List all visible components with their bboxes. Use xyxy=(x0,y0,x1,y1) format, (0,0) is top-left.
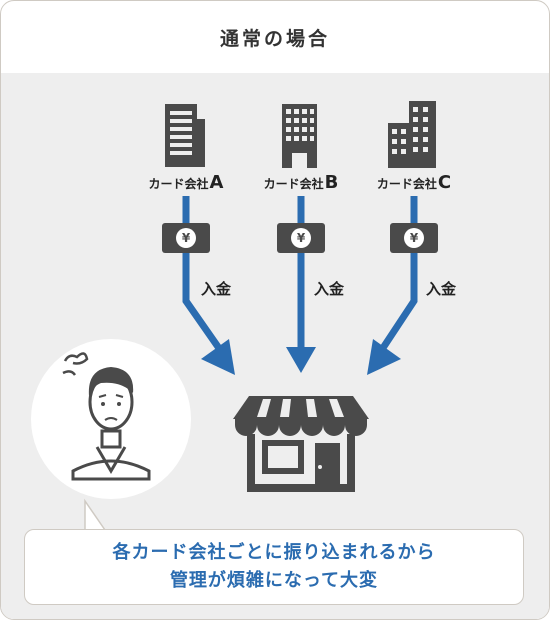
company-letter-c: C xyxy=(437,172,452,193)
company-label-b: カード会社B xyxy=(263,172,339,193)
company-letter-a: A xyxy=(209,172,224,193)
message-line-2: 管理が煩雑になって大変 xyxy=(169,570,379,591)
arrow-a xyxy=(182,196,226,357)
transfer-label-a: 入金 xyxy=(201,280,232,298)
arrow-c xyxy=(376,196,418,356)
speech-bubble-tail xyxy=(84,498,106,531)
company-letter-b: B xyxy=(324,172,339,193)
yen-symbol: ¥ xyxy=(410,231,419,245)
building-cluster-icon xyxy=(388,101,436,168)
header: 通常の場合 xyxy=(1,1,549,73)
arrowhead-a xyxy=(201,339,235,375)
company-label-c: カード会社C xyxy=(376,172,452,193)
arrowhead-b xyxy=(286,347,316,373)
office-building-icon xyxy=(165,104,205,167)
troubled-person-icon xyxy=(31,339,191,499)
arrowhead-c xyxy=(367,339,401,375)
arrowheads xyxy=(201,339,401,375)
transfer-label-c: 入金 xyxy=(426,280,457,298)
yen-bill-icon-c xyxy=(390,223,438,253)
shop-icon xyxy=(233,396,369,492)
speech-bubble: 各カード会社ごとに振り込まれるから 管理が煩雑になって大変 xyxy=(24,529,524,605)
message-line-1: 各カード会社ごとに振り込まれるから xyxy=(112,542,436,563)
transfer-arrows xyxy=(182,196,418,357)
tall-building-icon xyxy=(282,104,317,168)
company-label-a: カード会社A xyxy=(148,172,224,193)
header-title: 通常の場合 xyxy=(219,27,330,50)
yen-bill-icon-b xyxy=(277,223,325,253)
yen-symbol: ¥ xyxy=(297,231,306,245)
yen-bill-icon-a xyxy=(162,223,210,253)
yen-symbol: ¥ xyxy=(182,231,191,245)
transfer-label-b: 入金 xyxy=(314,280,345,298)
